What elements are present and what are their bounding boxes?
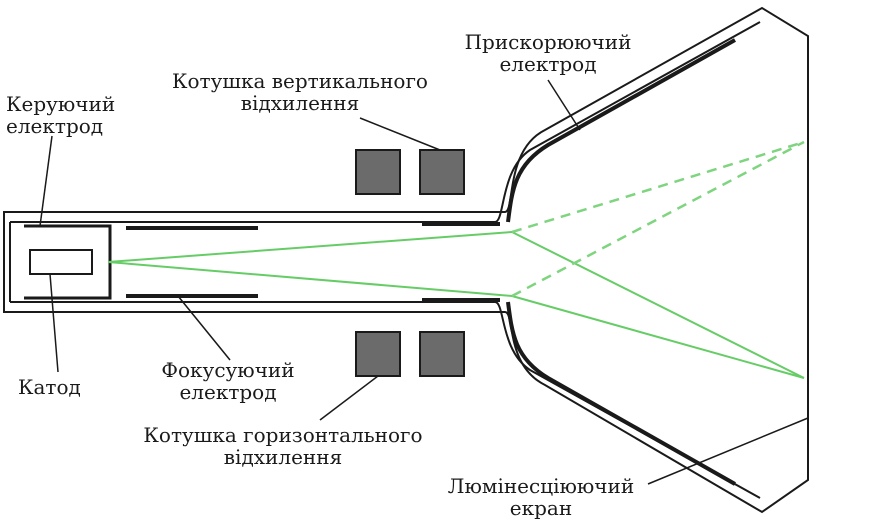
leader-cathode [49,273,59,373]
label-control-electrode-line1: Керуючий [6,92,116,116]
leader-accelerating-electrode [547,79,581,131]
leader-horizontal-coil [319,375,379,421]
tube-inner-wall-bottom [10,301,761,499]
leader-focusing-electrode [177,295,231,361]
vertical-coil-right [419,149,465,195]
label-luminescent-screen: Люмінесціюючий екран [430,475,652,519]
label-vertical-coil: Котушка вертикального відхилення [152,70,448,114]
cathode [29,249,93,275]
label-accelerating-electrode-line2: електрод [499,52,597,76]
label-accelerating-electrode: Прискорюючий електрод [448,31,648,75]
label-vertical-coil-line1: Котушка вертикального [172,69,428,93]
label-control-electrode: Керуючий електрод [6,93,115,137]
label-control-electrode-line2: електрод [6,114,104,138]
label-accelerating-electrode-line1: Прискорюючий [464,30,632,54]
label-vertical-coil-line2: відхилення [240,91,360,115]
vertical-coil-left [355,149,401,195]
label-focusing-electrode-line1: Фокусуючий [161,358,295,382]
label-horizontal-coil-line1: Котушка горизонтального [143,423,423,447]
label-horizontal-coil: Котушка горизонтального відхилення [118,424,448,468]
label-horizontal-coil-line2: відхилення [223,445,343,469]
label-focusing-electrode: Фокусуючий електрод [140,359,316,403]
beam-upper [107,231,513,263]
accelerating-electrode-bottom [506,301,736,486]
horizontal-coil-left [355,331,401,377]
label-cathode: Катод [18,375,81,399]
leader-control-electrode [39,135,53,227]
beam-lower-deflected [511,295,805,379]
beam-upper-dashed [511,140,805,234]
label-luminescent-screen-line2: екран [509,496,573,520]
horizontal-coil-right [419,331,465,377]
label-focusing-electrode-line2: електрод [179,380,277,404]
beam-lower [107,261,513,297]
beam-upper-deflected [511,231,805,379]
leader-vertical-coil [359,117,441,151]
label-luminescent-screen-line1: Люмінесціюючий [447,474,635,498]
tube-inner-wall-top [10,21,761,223]
beam-lower-dashed [511,140,805,298]
accelerating-electrode-top [506,38,736,223]
leader-luminescent-screen [647,417,809,485]
